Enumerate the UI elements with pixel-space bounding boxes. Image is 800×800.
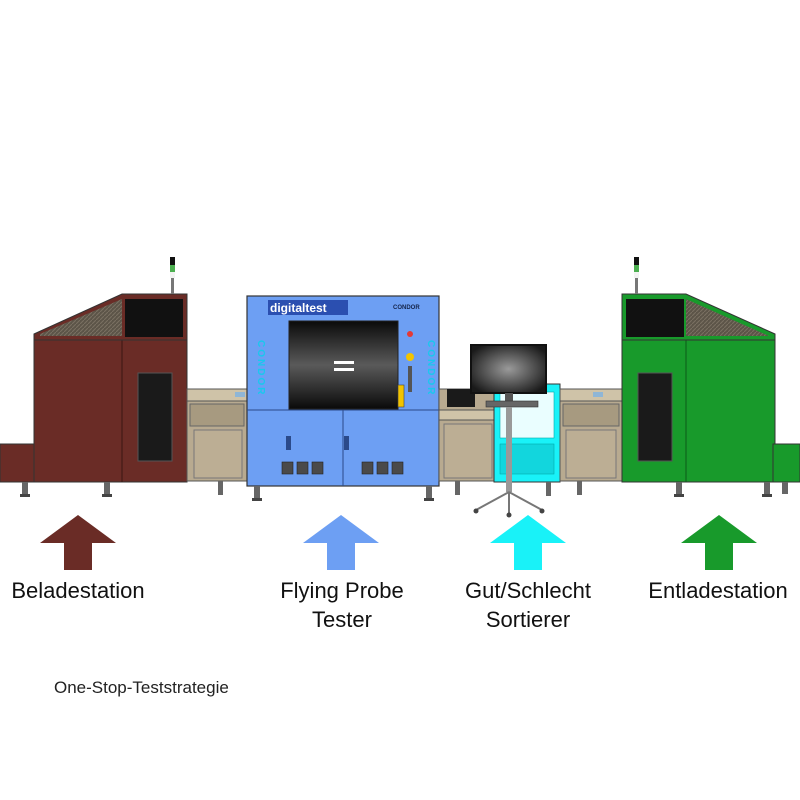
loading-station-machine: [0, 257, 188, 497]
digitaltest-logo: digitaltest: [268, 300, 348, 315]
label-loading-station: Beladestation: [11, 578, 145, 603]
label-good-bad-sorter: Gut/Schlecht Sortierer: [465, 578, 591, 632]
vertical-model-left: CONDOR: [255, 340, 266, 396]
monitor-icon: [470, 344, 547, 518]
model-text: CONDOR: [393, 305, 420, 311]
signal-tower-icon: [634, 257, 639, 294]
conveyor-1: [186, 388, 248, 495]
flying-probe-tester-machine: digitaltest CONDOR CONDOR CONDOR: [246, 295, 440, 501]
arrow-unloading-icon: [681, 515, 757, 570]
conveyor-2: [438, 388, 498, 495]
caption: One-Stop-Teststrategie: [54, 678, 229, 697]
signal-tower-icon: [170, 257, 175, 294]
arrow-loading-icon: [40, 515, 116, 570]
arrow-sorter-icon: [490, 515, 566, 570]
arrow-tester-icon: [303, 515, 379, 570]
vertical-model-right: CONDOR: [425, 340, 436, 396]
brand-text: digitaltest: [270, 301, 327, 315]
conveyor-3: [559, 388, 623, 495]
unloading-station-machine: [621, 257, 800, 497]
label-flying-probe-tester: Flying Probe Tester: [280, 578, 404, 632]
good-bad-sorter-machine: [470, 344, 561, 518]
label-unloading-station: Entladestation: [648, 578, 788, 603]
